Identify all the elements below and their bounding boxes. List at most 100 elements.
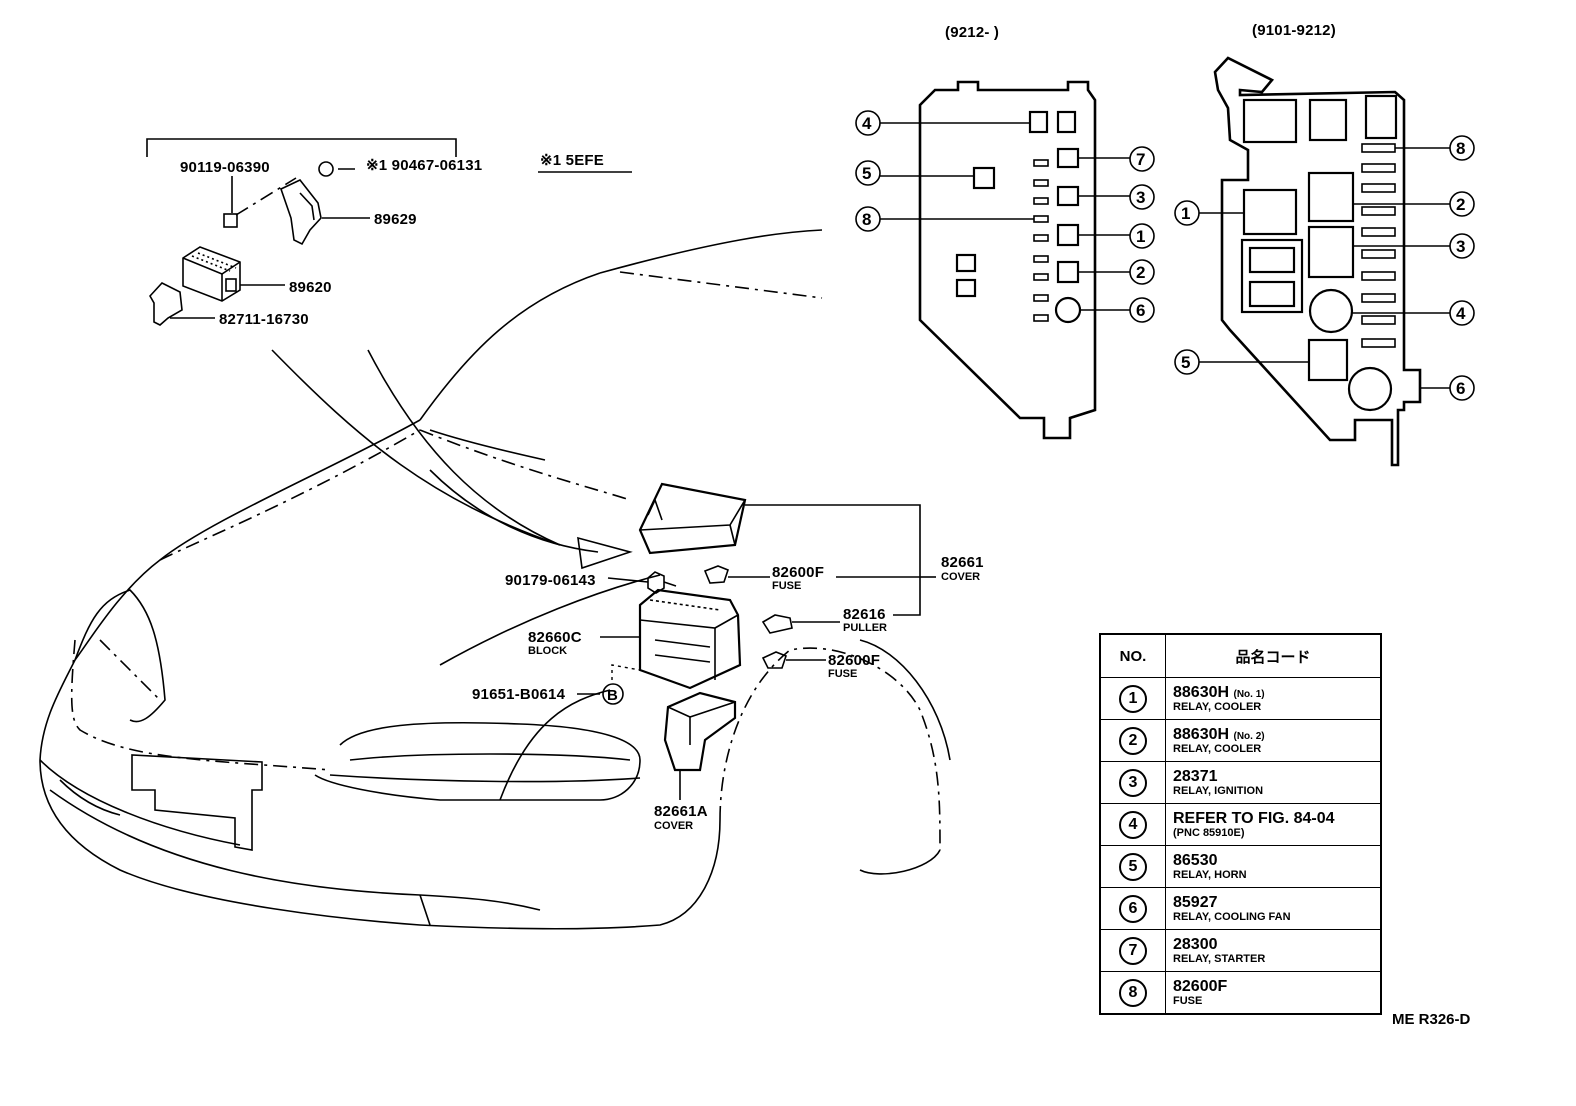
legend-part-name: RELAY, STARTER [1173, 953, 1266, 965]
callout-6-right: 6 [1420, 375, 1475, 401]
legend-part-code: 86530 [1173, 852, 1218, 869]
svg-text:4: 4 [862, 114, 872, 133]
fuse-puller-icon [761, 614, 793, 634]
legend-description: 85927 RELAY, COOLING FAN [1165, 887, 1382, 930]
legend-part-name: RELAY, COOLING FAN [1173, 911, 1291, 923]
callout-8-right: 8 [1395, 135, 1475, 161]
engine-note: ※1 5EFE [540, 152, 604, 169]
legend-col-no: NO. [1099, 633, 1166, 678]
cover-bracket-line [745, 504, 921, 616]
svg-text:3: 3 [1456, 237, 1465, 256]
legend-description: 28371 RELAY, IGNITION [1165, 761, 1382, 804]
legend-number: 5 [1099, 845, 1166, 888]
fuse-icon-bottom [761, 651, 787, 669]
svg-text:5: 5 [862, 164, 871, 183]
part-82600F-top-desc: FUSE [772, 580, 801, 592]
svg-text:6: 6 [1456, 379, 1465, 398]
legend-part-code: 28300 [1173, 936, 1218, 953]
bracket-icon [280, 179, 322, 246]
vehicle-body [39, 229, 951, 930]
part-82661A: 82661A [654, 803, 708, 820]
svg-text:8: 8 [862, 210, 871, 229]
svg-text:7: 7 [1136, 150, 1145, 169]
part-90179-06143: 90179-06143 [505, 572, 596, 589]
callout-1-left: 1 [1078, 223, 1155, 249]
callout-4-right: 4 [1352, 300, 1475, 326]
legend-row: 3 28371 RELAY, IGNITION [1099, 761, 1382, 804]
callout-1-right: 1 [1174, 200, 1244, 226]
legend-part-name: RELAY, COOLER [1173, 701, 1262, 713]
svg-text:8: 8 [1456, 139, 1465, 158]
part-82711-16730: 82711-16730 [219, 311, 309, 328]
legend-description: 88630H (No. 1)RELAY, COOLER [1165, 677, 1382, 720]
callout-8-left: 8 [855, 206, 1034, 232]
legend-number: 7 [1099, 929, 1166, 972]
left-block-header: (9212- ) [945, 24, 999, 41]
part-89620: 89620 [289, 279, 332, 296]
legend-part-note: (No. 2) [1233, 731, 1265, 742]
legend-part-name: FUSE [1173, 995, 1203, 1007]
bolt-icon [223, 177, 297, 228]
legend-row: 5 86530 RELAY, HORN [1099, 845, 1382, 888]
legend-part-note: (No. 1) [1233, 689, 1265, 700]
callout-2-left: 2 [1078, 259, 1155, 285]
svg-text:6: 6 [1136, 301, 1145, 320]
part-82600F-bottom: 82600F [828, 652, 880, 669]
left-callouts: 4 5 8 7 3 1 2 6 [855, 110, 1155, 323]
part-82661-desc: COVER [941, 571, 980, 583]
legend-part-name: (PNC 85910E) [1173, 827, 1245, 839]
lower-cover-icon [663, 691, 737, 772]
callout-5-right: 5 [1174, 349, 1309, 375]
svg-text:1: 1 [1136, 227, 1145, 246]
arrow-to-cover [429, 469, 599, 553]
legend-number-circle: 6 [1119, 894, 1147, 923]
part-82600F-bottom-desc: FUSE [828, 668, 857, 680]
callout-4-left: 4 [855, 110, 1030, 136]
legend-part-code: 85927 [1173, 894, 1218, 911]
marker-b: B [607, 687, 618, 704]
bolt-leader [611, 664, 641, 680]
mount-bracket-icon [149, 282, 183, 326]
callout-2-right: 2 [1353, 191, 1475, 217]
callout-3-left: 3 [1078, 184, 1155, 210]
legend-col-code: 品名コード [1165, 633, 1382, 678]
part-89629: 89629 [374, 211, 417, 228]
legend-number: 4 [1099, 803, 1166, 846]
svg-text:2: 2 [1136, 263, 1145, 282]
part-82660C: 82660C [528, 629, 582, 646]
legend-description: 88630H (No. 2)RELAY, COOLER [1165, 719, 1382, 762]
svg-text:2: 2 [1456, 195, 1465, 214]
legend-part-name: RELAY, HORN [1173, 869, 1247, 881]
part-82616: 82616 [843, 606, 886, 623]
legend-row: 6 85927 RELAY, COOLING FAN [1099, 887, 1382, 930]
legend-number: 8 [1099, 971, 1166, 1015]
legend-part-code: REFER TO FIG. 84-04 [1173, 810, 1335, 827]
legend-part-code: 82600F [1173, 978, 1228, 995]
right-callouts: 8 1 2 3 4 5 6 [1174, 135, 1475, 401]
legend-number: 1 [1099, 677, 1166, 720]
legend-part-code: 88630H [1173, 684, 1230, 701]
legend-description: 28300 RELAY, STARTER [1165, 929, 1382, 972]
relay-block-9101-9212 [1213, 56, 1422, 467]
legend-part-code: 28371 [1173, 768, 1218, 785]
legend-number: 3 [1099, 761, 1166, 804]
svg-text:3: 3 [1136, 188, 1145, 207]
fuse-cover-icon [638, 482, 747, 555]
legend-number: 6 [1099, 887, 1166, 930]
right-block-header: (9101-9212) [1252, 22, 1336, 39]
nut-icon [318, 161, 355, 177]
arrow-head-icon [577, 536, 633, 570]
screw-icon [647, 571, 677, 594]
legend-description: REFER TO FIG. 84-04 (PNC 85910E) [1165, 803, 1382, 846]
part-82660C-desc: BLOCK [528, 645, 567, 657]
part-90119-06390: 90119-06390 [180, 159, 270, 176]
legend-description: 82600F FUSE [1165, 971, 1382, 1015]
legend-part-name: RELAY, IGNITION [1173, 785, 1264, 797]
legend-number-circle: 3 [1119, 768, 1147, 797]
